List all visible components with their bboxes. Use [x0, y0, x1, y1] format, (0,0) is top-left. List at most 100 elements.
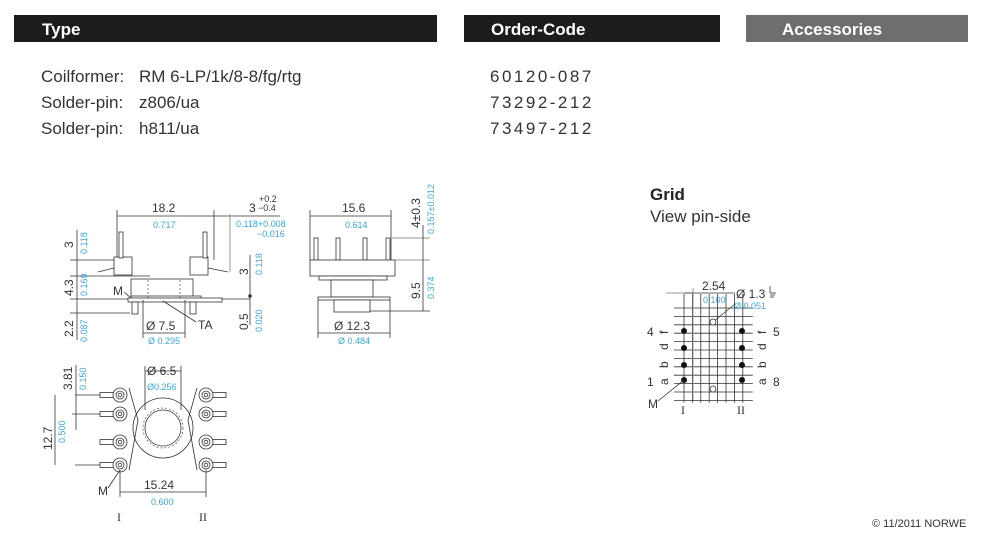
grid-pitch-mm: 2.54	[702, 279, 726, 293]
pin-hole	[117, 462, 123, 468]
grid-pin-dot	[739, 377, 745, 383]
pin-hole	[117, 439, 123, 445]
grid-pin-dot	[681, 345, 687, 351]
type-list: Coilformer:RM 6-LP/1k/8-8/fg/rtg Solder-…	[41, 64, 302, 142]
top-height-in: 0.500	[57, 420, 67, 443]
type-label: Coilformer:	[41, 67, 125, 86]
pin-hole	[203, 392, 209, 398]
leader-line	[107, 469, 121, 489]
ground-icon	[769, 286, 776, 298]
grid-pin-dot	[681, 362, 687, 368]
front-height-mm: 9.5	[409, 282, 423, 299]
grid-pin-dot	[739, 328, 745, 334]
order-code: 60120-087	[490, 67, 594, 86]
top-width-in: 0.600	[151, 497, 174, 507]
solder-pin	[118, 231, 124, 259]
front-width-in: 0.614	[345, 220, 368, 230]
top-dia-in: Ø0.256	[147, 382, 177, 392]
grid-pin-dot	[739, 345, 745, 351]
front-width-mm: 15.6	[342, 201, 366, 215]
grid-letter-right-f: f	[755, 330, 769, 334]
type-label: Solder-pin:	[41, 119, 124, 138]
grid-letter-right-a: a	[755, 378, 769, 385]
pin-hole	[203, 411, 209, 417]
top-pitch-mm: 3.81	[61, 366, 75, 390]
side-tol-in: 0.118+0.008	[236, 219, 286, 229]
pin-bottom	[131, 301, 139, 315]
pin-hole	[203, 439, 209, 445]
core-hole	[144, 409, 182, 447]
solder-pin	[202, 231, 208, 259]
pin-lead	[97, 267, 115, 273]
pin-housing	[189, 256, 209, 276]
front-top-mm: 4±0.3	[409, 198, 423, 228]
grid-title: Grid	[650, 185, 685, 204]
front-top-in: 0.157±0.012	[426, 184, 436, 234]
pin-bottom	[189, 301, 197, 315]
side-bottom-in: 0.087	[79, 319, 89, 342]
bottom-flange	[127, 297, 223, 303]
grid-letter-left-b: b	[657, 361, 671, 368]
side-right-top-mm: 3	[237, 268, 251, 275]
accessories-header: Accessories	[746, 15, 968, 42]
side-tol-plus: +0.2	[259, 194, 277, 204]
side-label-m: M	[113, 284, 123, 298]
leader-line	[712, 303, 736, 323]
grid-label-m: M	[648, 397, 658, 411]
side-bottom-mm: 2.2	[62, 320, 76, 337]
pin-hole	[117, 392, 123, 398]
pin-hole	[203, 462, 209, 468]
copyright: © 11/2011 NORWE	[872, 518, 967, 530]
leader-line	[162, 300, 197, 323]
top-pitch-in: 0.150	[78, 367, 88, 390]
front-height-in: 0.374	[426, 276, 436, 299]
bottom-core	[333, 299, 371, 313]
side-right-bot-mm: 0.5	[237, 313, 251, 330]
top-pins	[99, 387, 227, 473]
side-label-ta: TA	[198, 318, 212, 332]
side-right-top-in: 0.118	[254, 253, 264, 275]
housing-edge	[187, 387, 198, 471]
grid-pins	[681, 318, 745, 393]
pin-hole	[117, 411, 123, 417]
type-row-solder-pin-1: Solder-pin:z806/ua	[41, 90, 302, 116]
front-dia-mm: Ø 12.3	[334, 319, 370, 333]
grid-letter-right-d: d	[755, 343, 769, 350]
leader-line	[123, 291, 132, 299]
type-row-coilformer: Coilformer:RM 6-LP/1k/8-8/fg/rtg	[41, 64, 302, 90]
front-dia-in: Ø 0.484	[338, 336, 370, 346]
side-pin-mm: 3	[62, 241, 76, 248]
dim-point	[248, 294, 252, 298]
side-dia-mm: Ø 7.5	[146, 319, 176, 333]
type-header: Type	[14, 15, 437, 42]
top-label-m: M	[98, 484, 108, 498]
side-tol-mm: 3	[249, 201, 256, 215]
side-right-bot-in: 0.020	[254, 309, 264, 332]
side-tol-in-minus: −0.016	[257, 229, 285, 239]
grid-pin-5: 5	[773, 325, 780, 339]
side-dia-in: Ø 0.295	[148, 336, 180, 346]
order-code: 73497-212	[490, 119, 594, 138]
type-row-solder-pin-2: Solder-pin:h811/ua	[41, 116, 302, 142]
pin-lead	[207, 267, 229, 273]
hidden-circle	[142, 407, 184, 449]
grid-hole-mm: Ø 1.3	[736, 287, 766, 301]
order-code-list: 60120-087 73292-212 73497-212	[490, 64, 594, 142]
grid-subtitle: View pin-side	[650, 207, 751, 226]
top-row-1: I	[117, 510, 121, 524]
grid-hole-marker	[709, 385, 717, 393]
grid-letter-left-f: f	[657, 330, 671, 334]
top-dia-mm: Ø 6.5	[147, 364, 177, 378]
housing-edge	[128, 387, 139, 471]
top-row-2: II	[199, 510, 207, 524]
grid-pitch-in: 0.100	[703, 295, 726, 305]
side-width-in: 0.717	[153, 220, 176, 230]
order-code: 73292-212	[490, 93, 594, 112]
grid-row-2: II	[737, 403, 745, 417]
top-width-mm: 15.24	[144, 478, 174, 492]
side-body-in: 0.169	[79, 273, 89, 296]
grid-hole-in: Ø 0.051	[734, 301, 766, 311]
